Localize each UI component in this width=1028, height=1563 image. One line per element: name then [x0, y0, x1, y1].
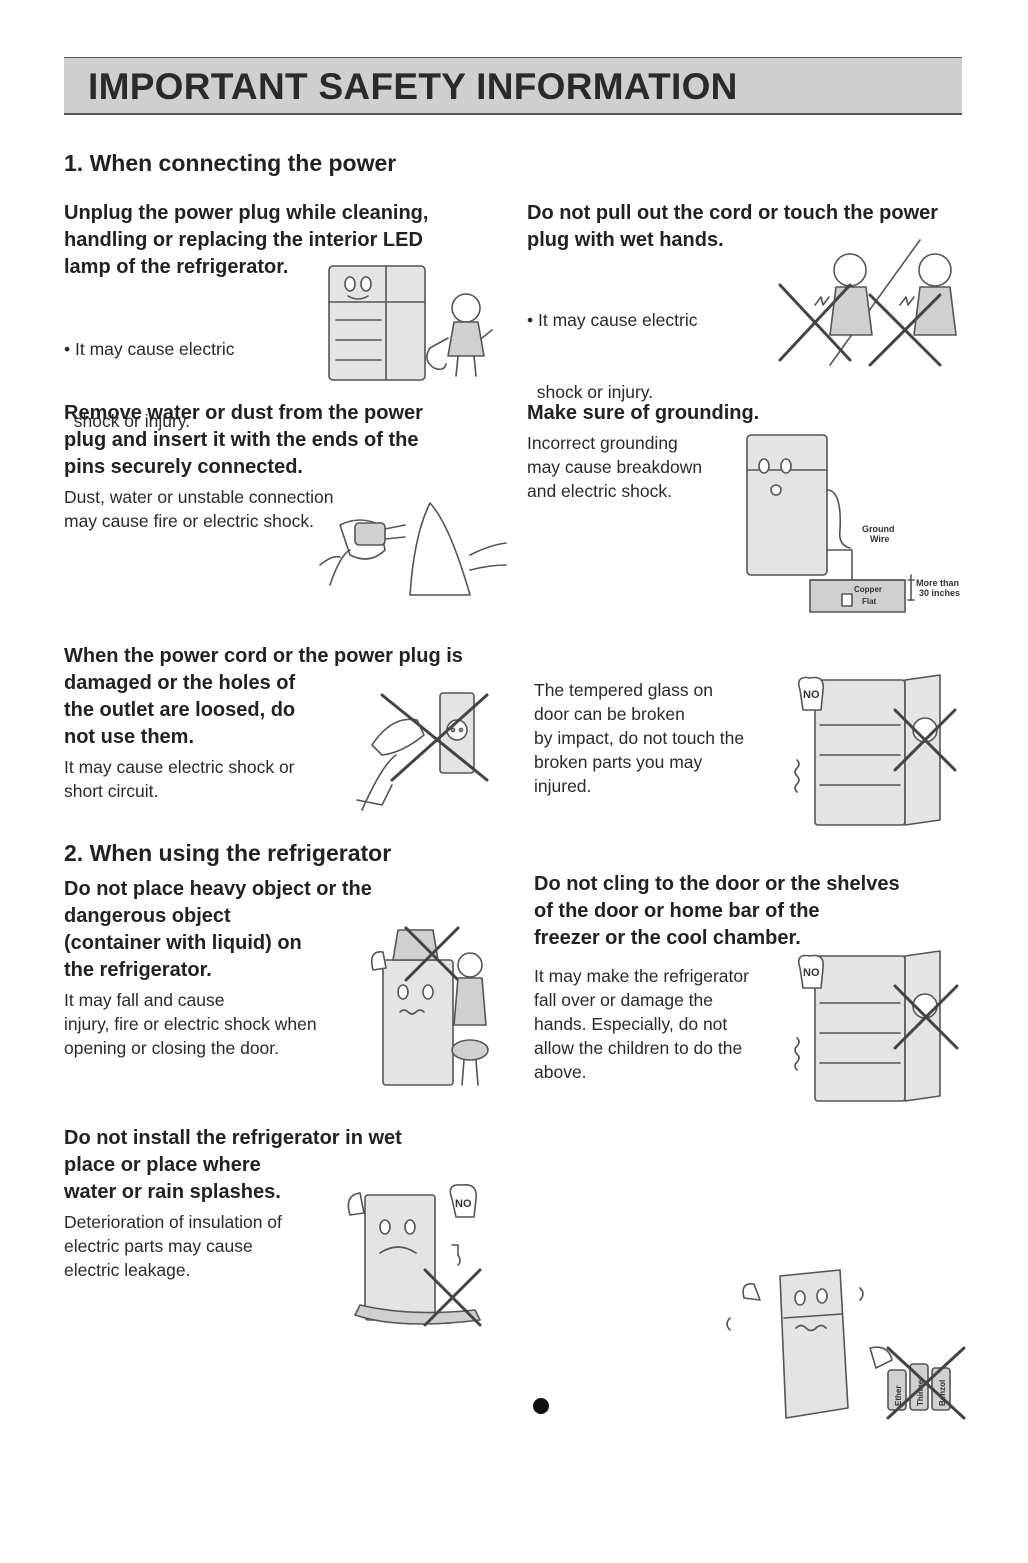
- item-heading: When the power cord or the power plug is…: [64, 645, 463, 748]
- section-2-title: 2. When using the refrigerator: [64, 840, 392, 866]
- cling-door-illustration: NO: [794, 950, 959, 1102]
- item-heading: Do not install the refrigerator in wet p…: [64, 1127, 402, 1203]
- item-body: Incorrect grounding may cause breakdown …: [527, 433, 703, 501]
- item-tempered-glass: The tempered glass on door can be broken…: [534, 678, 794, 798]
- ground-wire-label-1: Ground: [862, 524, 895, 534]
- bullet-point: [533, 1398, 549, 1414]
- depth-label-2: 30 inches: [919, 588, 960, 598]
- wet-hands-illustration: [778, 239, 957, 367]
- flammable-cans-illustration: Ether Thinner Benzol: [726, 1269, 966, 1420]
- item-heading: Do not pull out the cord or touch the po…: [527, 202, 939, 251]
- can-label-ether: Ether: [894, 1386, 903, 1406]
- item-body: Dust, water or unstable connection may c…: [64, 487, 334, 531]
- copper-flat-label-1: Copper: [854, 585, 882, 594]
- item-cling-door: Do not cling to the door or the shelves …: [534, 871, 994, 1084]
- item-body: The tempered glass on door can be broken…: [534, 680, 745, 796]
- can-label-thinner: Thinner: [916, 1377, 925, 1406]
- item-remove-dust: Remove water or dust from the power plug…: [64, 400, 504, 533]
- item-body: It may fall and cause injury, fire or el…: [64, 990, 317, 1058]
- item-heavy-object: Do not place heavy object or the dangero…: [64, 876, 504, 1060]
- item-body: Deterioration of insulation of electric …: [64, 1212, 282, 1280]
- item-grounding: Make sure of grounding. Incorrect ground…: [527, 400, 767, 503]
- ground-wire-label-2: Wire: [870, 534, 889, 544]
- item-heading: Remove water or dust from the power plug…: [64, 402, 423, 478]
- item-heading: Do not place heavy object or the dangero…: [64, 878, 372, 981]
- item-body: It may make the refrigerator fall over o…: [534, 966, 749, 1082]
- item-body: • It may cause electric shock or injury.: [527, 310, 698, 402]
- damaged-outlet-illustration: [356, 692, 489, 811]
- item-wet-hands: Do not pull out the cord or touch the po…: [527, 200, 997, 452]
- page-title: IMPORTANT SAFETY INFORMATION: [88, 66, 738, 107]
- item-body: It may cause electric shock or short cir…: [64, 757, 295, 801]
- glass-door-illustration: NO: [794, 674, 957, 826]
- depth-label-1: More than: [916, 578, 959, 588]
- can-label-benzol: Benzol: [938, 1380, 947, 1406]
- heavy-object-illustration: [370, 926, 489, 1086]
- no-hand-label: NO: [803, 689, 820, 701]
- unplug-illustration: [328, 265, 493, 381]
- item-heading: Do not cling to the door or the shelves …: [534, 873, 900, 949]
- plug-cleaning-illustration: [319, 502, 507, 596]
- item-unplug: Unplug the power plug while cleaning, ha…: [64, 200, 504, 481]
- item-heading: Make sure of grounding.: [527, 402, 760, 424]
- item-heading: Unplug the power plug while cleaning, ha…: [64, 202, 429, 278]
- title-banner: IMPORTANT SAFETY INFORMATION: [64, 57, 962, 115]
- no-hand-label: NO: [803, 967, 820, 979]
- grounding-illustration: Ground Wire Copper Flat More than 30 inc…: [746, 434, 960, 613]
- section-1-title: 1. When connecting the power: [64, 150, 397, 176]
- no-hand-label: NO: [455, 1198, 472, 1210]
- wet-place-illustration: NO: [347, 1183, 482, 1327]
- item-wet-place: Do not install the refrigerator in wet p…: [64, 1125, 504, 1282]
- copper-flat-label-2: Flat: [862, 597, 877, 606]
- item-damaged-cord: When the power cord or the power plug is…: [64, 643, 514, 803]
- item-body: • It may cause electric shock or injury.: [64, 339, 235, 431]
